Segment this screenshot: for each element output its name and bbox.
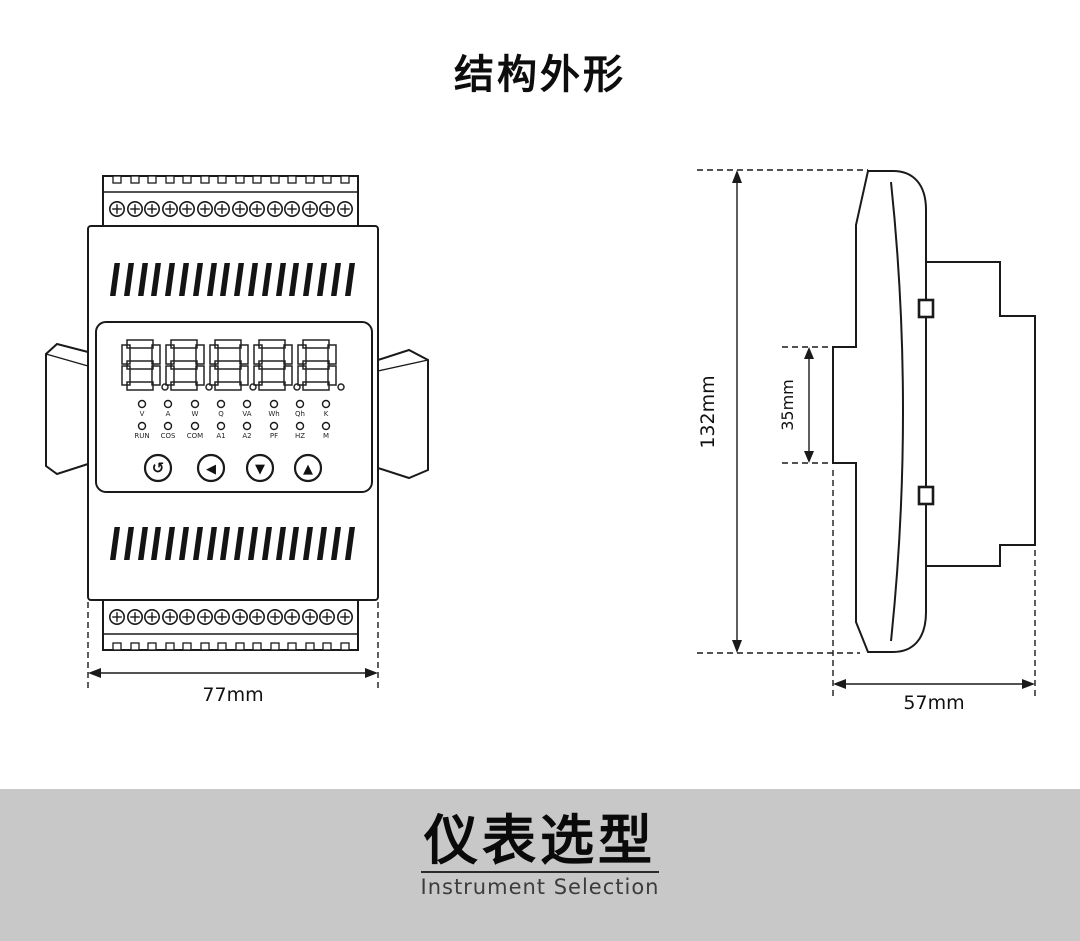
banner-subtitle: Instrument Selection	[420, 875, 660, 900]
clip-window-upper	[917, 298, 935, 319]
led-row-1: V A W Q VA Wh Qh K	[137, 399, 331, 418]
side-view: 132mm 35mm 57mm	[697, 169, 1036, 714]
din-rail-wing-right	[377, 348, 429, 480]
led-label: VA	[242, 410, 251, 418]
side-profile	[832, 170, 1036, 653]
din-rail-wing-left	[45, 342, 89, 476]
down-button[interactable]	[245, 453, 275, 483]
led-label: V	[140, 410, 145, 418]
down-arrow-icon: ▼	[255, 462, 265, 477]
led-label: COS	[161, 432, 176, 440]
led-label: A2	[242, 432, 251, 440]
led-label: Q	[218, 410, 224, 418]
cycle-button[interactable]	[143, 453, 173, 483]
left-button[interactable]	[196, 453, 226, 483]
led-label: RUN	[134, 432, 149, 440]
rail-dimension-label: 35mm	[778, 379, 797, 431]
rail-dimension: 35mm	[778, 346, 856, 464]
led-row-2: RUN COS COM A1 A2 PF HZ M	[134, 421, 331, 440]
top-terminal-block	[102, 175, 359, 227]
banner-title: 仪表选型	[424, 809, 656, 872]
clip-window-lower	[917, 485, 935, 506]
bottom-terminal-block	[102, 599, 359, 651]
page-title: 结构外形	[454, 52, 626, 98]
instrument-selection-banner: 仪表选型 Instrument Selection	[0, 789, 1080, 941]
led-label: A	[166, 410, 171, 418]
led-label: W	[192, 410, 199, 418]
up-button[interactable]	[293, 453, 323, 483]
left-arrow-icon: ◀	[206, 462, 216, 477]
height-dimension-label: 132mm	[697, 375, 719, 448]
button-row: ↺ ◀ ▼ ▲	[143, 453, 323, 483]
display-panel: V A W Q VA Wh Qh K RUN COS COM A1 A2 PF …	[95, 321, 373, 493]
led-label: Wh	[268, 410, 279, 418]
led-label: PF	[270, 432, 278, 440]
depth-dimension-label: 57mm	[903, 692, 964, 714]
led-label: HZ	[295, 432, 305, 440]
led-label: K	[324, 410, 329, 418]
banner-divider	[421, 871, 659, 874]
front-view: V A W Q VA Wh Qh K RUN COS COM A1 A2 PF …	[45, 175, 429, 706]
led-label: COM	[187, 432, 203, 440]
up-arrow-icon: ▲	[303, 462, 313, 477]
width-dimension-label: 77mm	[202, 684, 263, 706]
depth-dimension: 57mm	[832, 470, 1036, 714]
led-label: M	[323, 432, 329, 440]
led-label: Qh	[295, 410, 305, 418]
cover-curve	[890, 181, 904, 642]
technical-drawing: V A W Q VA Wh Qh K RUN COS COM A1 A2 PF …	[45, 169, 1036, 714]
led-label: A1	[216, 432, 225, 440]
width-dimension: 77mm	[87, 602, 379, 706]
cycle-icon: ↺	[152, 459, 165, 477]
height-dimension: 132mm	[697, 170, 742, 653]
